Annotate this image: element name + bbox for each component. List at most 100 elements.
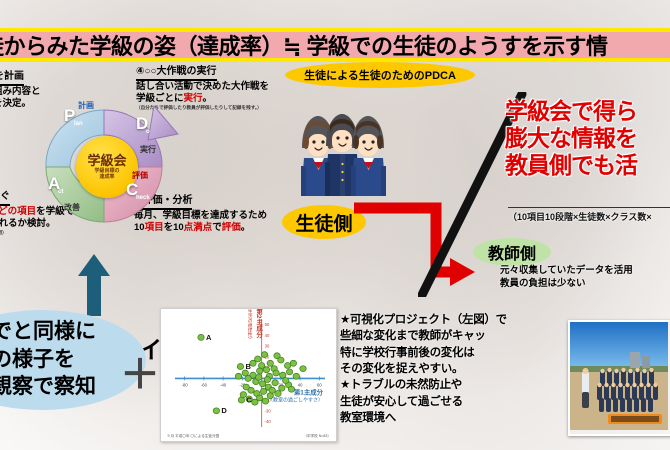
x-tick-label: -20 <box>239 382 246 387</box>
class-group-photo <box>568 320 670 436</box>
scatter-point <box>258 362 266 369</box>
scatter-point <box>289 359 297 367</box>
pdca-note-act-line2: 改善されるか検討。 <box>0 218 110 230</box>
scatter-point <box>255 373 263 381</box>
bullet-line-5: 生徒が安心して過ごせる <box>340 395 463 408</box>
bubble-student-pdca: 生徒による生徒のためのPDCA <box>285 62 475 88</box>
pdca-note-do-fineprint: （自分たちで評価したり教員が評価したりして記録を残す。） <box>136 105 262 111</box>
observation-text: までと同様に 徒の様子を 接観察で察知 <box>0 318 160 401</box>
scatter-point <box>242 383 250 391</box>
scatter-point <box>277 356 285 364</box>
pdca-note-check-line1: 毎月、学級目標を達成するため <box>134 209 268 221</box>
pdca-note-act-line1-highlight: どの項目 <box>0 205 37 217</box>
observation-line3: 接観察で察知 <box>0 375 96 399</box>
scatter-point <box>287 385 296 393</box>
pdca-note-act-heading: 回に繋ぐ <box>0 191 10 206</box>
pdca-center-sub-line1: 学級目標の <box>94 167 120 174</box>
scatter-point-label: B <box>245 362 251 371</box>
x-axis-title: 第1主成分 <box>294 387 324 396</box>
bullet-list: ★可視化プロジェクト（左図）で 些細な変化まで教師がキャッ 特に学校行事前後の変… <box>340 312 555 426</box>
pdca-note-act-line1-post: を学級で <box>36 205 75 217</box>
pdca-note-check: ①評価・分析 毎月、学級目標を達成するため 10項目を10点満点で評価。 <box>134 190 284 234</box>
y-axis-title: 第2主成分 <box>255 309 262 339</box>
scatter-point <box>261 397 270 405</box>
scatter-point <box>263 376 271 383</box>
red-flow-arrow-icon <box>350 198 475 290</box>
bullet-line-6: 教室環境へ <box>340 411 396 424</box>
bullet-line-0: ★可視化プロジェクト（左図）で <box>340 314 507 326</box>
pdca-note-do-line2-text: 学級ごとに <box>136 92 184 104</box>
scatter-point <box>254 355 262 363</box>
pdca-letter-c-en: heck <box>136 195 150 201</box>
y-axis-subtitle: （生活の規律性） <box>247 309 253 341</box>
chart-footnote-right: （中学校 N=83） <box>303 433 331 438</box>
chart-footnote-left: ※月 平成〇年 〇による生徒分図 <box>167 433 220 438</box>
pdca-note-do-line2: 学級ごとに実行。 <box>136 93 296 105</box>
black-diagonal-divider <box>417 89 528 300</box>
scatter-point <box>282 377 290 384</box>
scatter-chart-card: -80-60-40-202040605040302010-10-20-30-40… <box>160 308 337 442</box>
pdca-section: 作戦を計画 取り組み内容と 戦名を決定。 ④○○大作戦の実行 話し合い活動で決め… <box>0 62 300 364</box>
scatter-point <box>244 375 252 382</box>
pdca-wheel-graphic <box>45 104 179 223</box>
scatter-point <box>251 398 259 406</box>
pdca-note-check-line2: 10項目を10点満点で評価。 <box>134 222 284 234</box>
pdca-note-check-hl3: 評価 <box>221 221 241 233</box>
pdca-letter-a: A <box>48 174 61 193</box>
x-tick-label: -80 <box>182 382 189 387</box>
pdca-note-check-hl1: 項目 <box>144 221 164 233</box>
pdca-note-check-pre: 10 <box>134 221 145 233</box>
pdca-note-check-mid: を10 <box>163 221 184 233</box>
x-tick-label: 40 <box>298 382 303 387</box>
pdca-letter-p: P <box>64 106 76 125</box>
banner-title-text: 徒からみた学級の姿（達成率）≒ 学級での生徒のようすを示す情 <box>0 34 608 59</box>
scatter-point-label: A <box>206 333 212 342</box>
scatter-point <box>266 359 274 367</box>
scatter-point <box>234 372 243 380</box>
scatter-point <box>274 390 282 397</box>
pdca-letter-p-jp: 計画 <box>78 101 94 110</box>
observation-line2: 徒の様子を <box>0 347 75 371</box>
pdca-letter-c: C <box>126 180 139 199</box>
pdca-up-arrow-icon <box>76 254 112 321</box>
pdca-note-plan-line1: 取り組み内容と <box>0 85 41 97</box>
pdca-note-do-line2-tail: 。 <box>202 92 213 104</box>
scatter-point <box>260 388 268 395</box>
pdca-note-check-hl2: 点満点 <box>183 221 213 233</box>
scatter-point-label: D <box>221 406 227 415</box>
scatter-point <box>256 394 264 402</box>
observation-line1: までと同様に <box>0 320 96 343</box>
pdca-center-title: 学級会 <box>87 152 127 168</box>
pdca-note-plan-line2: 戦名を決定。 <box>0 97 32 109</box>
x-tick-label: -60 <box>201 382 208 387</box>
scatter-point <box>262 366 270 374</box>
scatter-point <box>271 379 279 387</box>
bubble-teacher-side: 教師側 <box>473 238 551 266</box>
title-banner: 徒からみた学級の姿（達成率）≒ 学級での生徒のようすを示す情 <box>0 28 670 62</box>
right-heading-line2: 膨大な情報を <box>505 125 638 152</box>
scatter-chart: -80-60-40-202040605040302010-10-20-30-40… <box>167 309 331 438</box>
scatter-point <box>249 359 257 367</box>
plus-sign-icon: ＋ <box>120 353 160 397</box>
right-heading: 学級会で得ら 膨大な情報を 教員側でも活 <box>505 98 670 179</box>
students-graphic <box>301 114 386 196</box>
pdca-note-plan-heading: 作戦を計画 <box>0 71 24 86</box>
scatter-point <box>278 384 286 392</box>
scatter-point <box>236 363 245 370</box>
bubble-student-side: 生徒側 <box>282 205 366 239</box>
pdca-center-subtitle: 学級目標の 達成率 <box>94 167 120 181</box>
scatter-point <box>272 369 280 377</box>
y-tick-label: 50 <box>265 322 270 327</box>
pdca-note-act: 回に繋ぐ 中で、どの項目を学級で 改善されるか検討。 （議なども活用） <box>0 186 110 236</box>
bullet-line-3: その変化を捉えやすい。 <box>340 362 464 375</box>
x-tick-label: -40 <box>220 382 227 387</box>
teacher-note: 元々収集していたデータを活用 教員の負担は少ない <box>500 265 670 291</box>
scatter-point <box>259 380 267 388</box>
student-right <box>351 116 386 196</box>
pdca-note-check-post: で <box>212 221 222 233</box>
scatter-point <box>279 371 287 379</box>
scatter-point <box>212 407 220 415</box>
scatter-point <box>292 372 300 380</box>
teacher-note-line2: 教員の負担は少ない <box>500 277 586 289</box>
x-axis-subtitle: （教室の過ごしやすさ） <box>268 396 323 403</box>
